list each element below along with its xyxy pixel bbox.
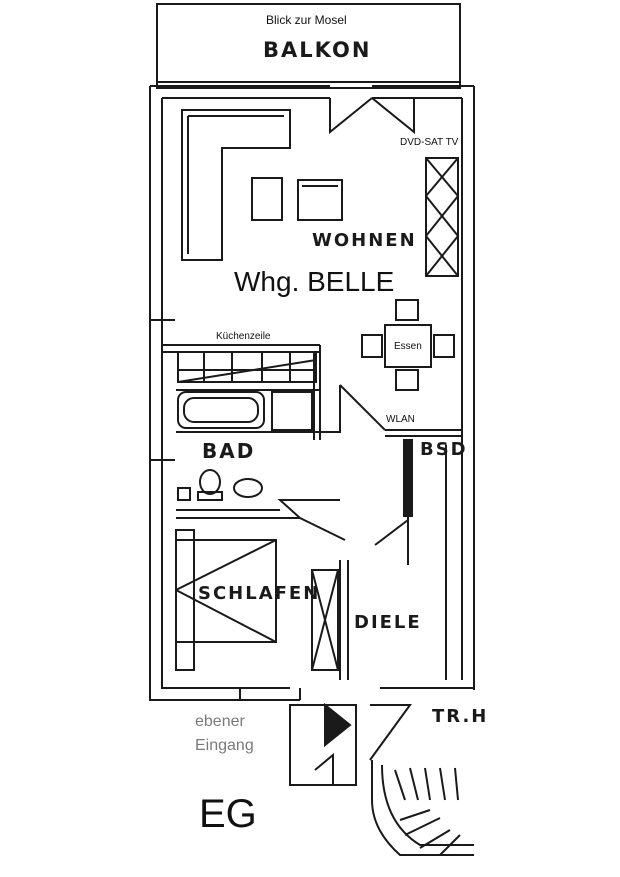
storage-wall: [403, 439, 413, 517]
tv-note: DVD-SAT TV: [400, 137, 459, 148]
sink: [233, 478, 263, 498]
balcony-door: [329, 97, 415, 135]
washbasin-cabinet: [177, 487, 191, 501]
wardrobe: [311, 569, 339, 671]
toilet: [197, 469, 223, 501]
dining-note: Essen: [394, 341, 422, 352]
dining-table: [361, 299, 455, 391]
sofa: [181, 109, 291, 261]
floor-label: EG: [199, 792, 257, 836]
bath-door-swing: [277, 499, 340, 519]
stairwell: [371, 760, 474, 856]
hall-door-swing: [374, 517, 409, 565]
bathroom-label: BAD: [202, 439, 256, 463]
bedroom-door-swing: [299, 517, 346, 541]
balcony-outline: [156, 3, 461, 89]
living-door-swing: [339, 384, 386, 431]
entrance-note-line1: ebener: [195, 713, 245, 730]
armchair: [297, 179, 343, 221]
hall-label: DIELE: [354, 612, 422, 633]
wlan-note: WLAN: [386, 414, 415, 425]
storage-label: BSD: [420, 439, 468, 460]
outer-walls: [149, 85, 475, 701]
living-room-label: WOHNEN: [312, 230, 417, 251]
kitchen-note: Küchenzeile: [216, 331, 271, 342]
apartment-name: Whg. BELLE: [234, 266, 395, 297]
bedroom-label: SCHLAFEN: [198, 583, 321, 604]
stairs-label: TR.H: [432, 706, 489, 727]
armchair: [251, 177, 283, 221]
entrance-note-line2: Eingang: [195, 737, 254, 754]
balcony-label: BALKON: [263, 38, 372, 62]
bed: [175, 529, 277, 671]
entrance-door: [289, 702, 412, 786]
balcony-note: Blick zur Mosel: [266, 13, 347, 27]
kitchen-counter: [177, 351, 317, 383]
bathtub: [177, 391, 313, 431]
tv-shelf: [425, 157, 459, 277]
